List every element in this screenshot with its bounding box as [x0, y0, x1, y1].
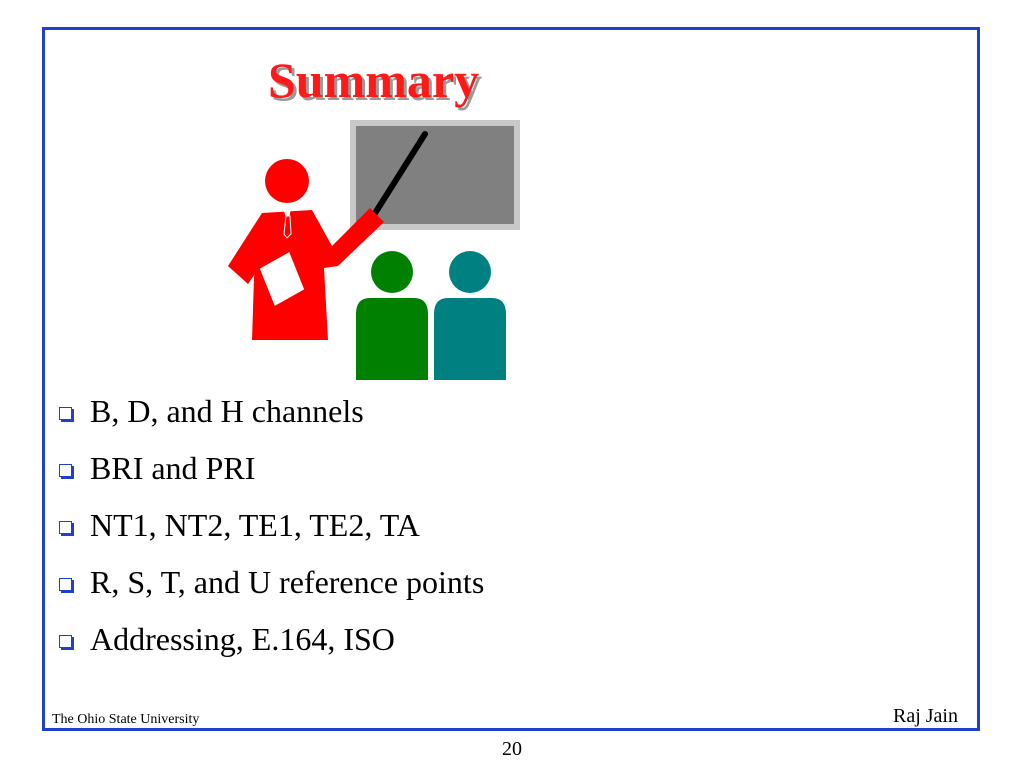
square-bullet-icon — [59, 521, 72, 534]
bullet-text: BRI and PRI — [90, 450, 256, 486]
square-bullet-icon — [59, 578, 72, 591]
footer-author: Raj Jain — [893, 705, 958, 727]
bullet-item: R, S, T, and U reference points — [55, 554, 484, 611]
bullet-list: B, D, and H channels BRI and PRI NT1, NT… — [55, 383, 484, 668]
bullet-text: R, S, T, and U reference points — [90, 564, 485, 600]
bullet-item: B, D, and H channels — [55, 383, 484, 440]
bullet-item: BRI and PRI — [55, 440, 484, 497]
presenter-with-audience-icon — [228, 120, 520, 380]
footer-institution: The Ohio State University — [52, 712, 200, 727]
square-bullet-icon — [59, 635, 72, 648]
slide-title: Summary — [268, 52, 480, 108]
audience-member-right-icon — [434, 251, 506, 380]
bullet-item: NT1, NT2, TE1, TE2, TA — [55, 497, 484, 554]
bullet-text: B, D, and H channels — [90, 393, 364, 429]
page-number: 20 — [502, 738, 522, 760]
bullet-item: Addressing, E.164, ISO — [55, 611, 484, 668]
audience-member-left-icon — [356, 251, 428, 380]
square-bullet-icon — [59, 407, 72, 420]
bullet-text: Addressing, E.164, ISO — [90, 621, 395, 657]
square-bullet-icon — [59, 464, 72, 477]
bullet-text: NT1, NT2, TE1, TE2, TA — [90, 507, 420, 543]
pointer-stick-icon — [369, 131, 428, 221]
presenter-icon — [228, 159, 384, 340]
